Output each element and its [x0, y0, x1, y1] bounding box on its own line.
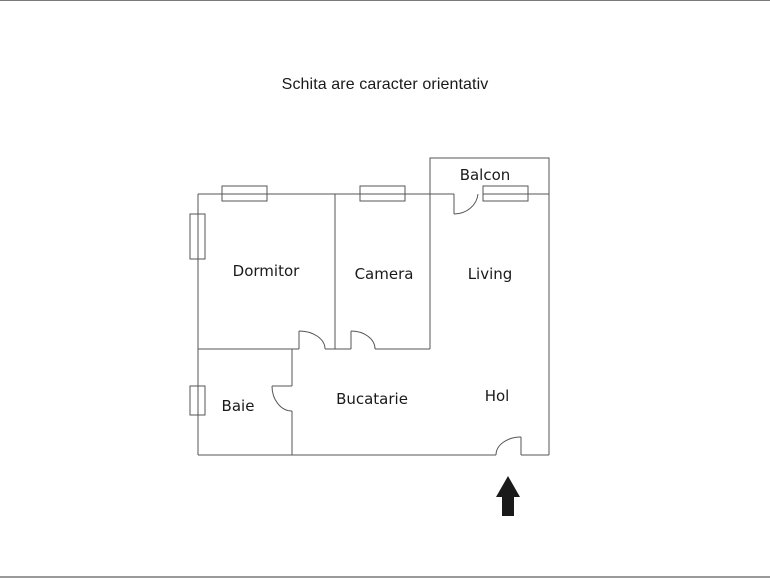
bottom-border [0, 576, 770, 578]
door-entrance [495, 436, 522, 456]
door-baie [271, 385, 293, 412]
doors [271, 193, 522, 456]
room-label-camera: Camera [355, 265, 414, 283]
room-label-hol: Hol [485, 387, 510, 405]
door-balcon [453, 193, 479, 215]
door-camera [350, 330, 376, 350]
balcony-walls [429, 157, 550, 194]
door-dormitor [298, 330, 326, 350]
arrow-up-icon [496, 476, 520, 516]
window-dormitor-left [189, 213, 206, 260]
sketch-disclaimer-title: Schita are caracter orientativ [281, 76, 489, 93]
room-label-dormitor: Dormitor [233, 262, 300, 280]
window-camera-top [359, 185, 406, 202]
windows [189, 185, 529, 416]
room-label-bucatarie: Bucatarie [336, 390, 408, 408]
window-baie-left [189, 385, 206, 416]
room-label-baie: Baie [222, 397, 255, 415]
window-dormitor-top [221, 185, 268, 202]
top-border [0, 0, 770, 1]
window-living-top [482, 185, 529, 202]
room-label-living: Living [468, 265, 513, 283]
outer-walls [197, 193, 550, 456]
room-label-balcon: Balcon [460, 166, 511, 184]
interior-walls [198, 194, 431, 455]
